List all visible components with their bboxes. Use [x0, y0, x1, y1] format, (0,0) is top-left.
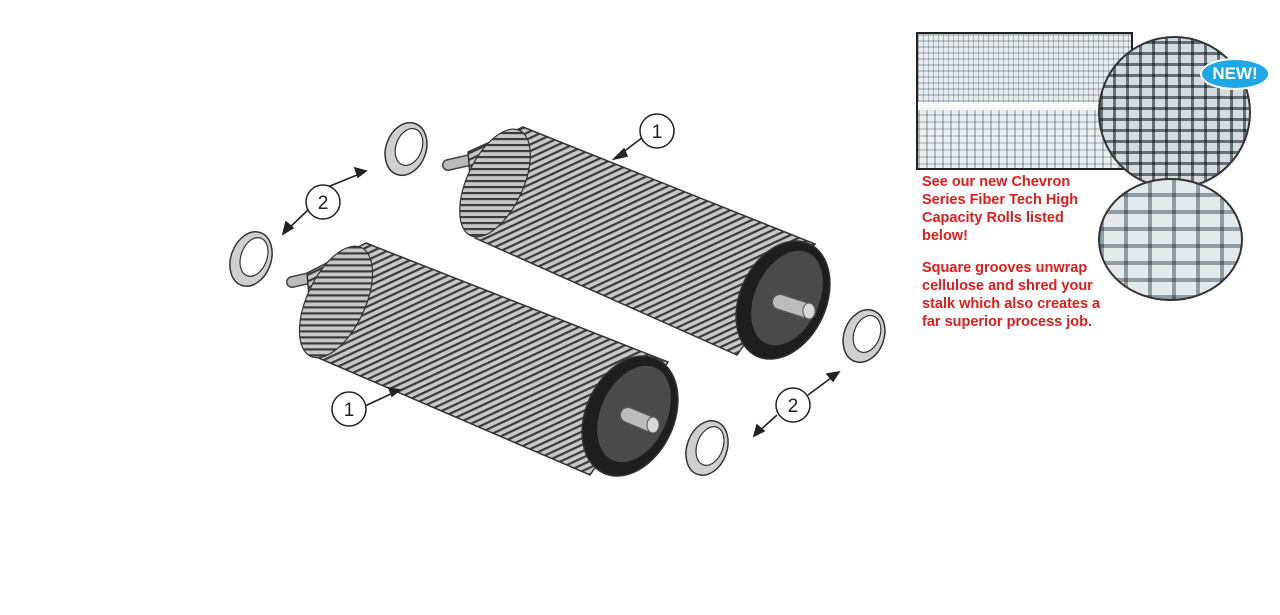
- callout-roll-top: 1: [639, 113, 675, 149]
- groove-closeup-bottom: [1098, 178, 1243, 301]
- roller-parts-diagram: 1 1 2 2: [229, 113, 886, 477]
- callout-arrows: [281, 136, 841, 438]
- seal-right-bottom: [685, 420, 729, 476]
- svg-text:2: 2: [318, 193, 329, 214]
- callout-seal-left: 2: [305, 184, 341, 220]
- seal-right-top: [842, 308, 886, 364]
- callout-roll-bottom: 1: [331, 391, 367, 427]
- promo-detail-text: Square grooves unwrap cellulose and shre…: [922, 260, 1101, 330]
- seal-top-left: [384, 121, 428, 177]
- roller-bottom: [286, 242, 679, 477]
- svg-text:2: 2: [788, 396, 799, 417]
- roller-top: [442, 126, 831, 360]
- new-badge: NEW!: [1200, 58, 1270, 90]
- callout-seal-right: 2: [775, 387, 811, 423]
- svg-text:1: 1: [344, 400, 355, 421]
- roll-surface-photo: [916, 32, 1133, 170]
- promo-intro-text: See our new Chevron Series Fiber Tech Hi…: [922, 174, 1079, 244]
- seal-left: [229, 231, 273, 287]
- svg-text:1: 1: [652, 122, 663, 143]
